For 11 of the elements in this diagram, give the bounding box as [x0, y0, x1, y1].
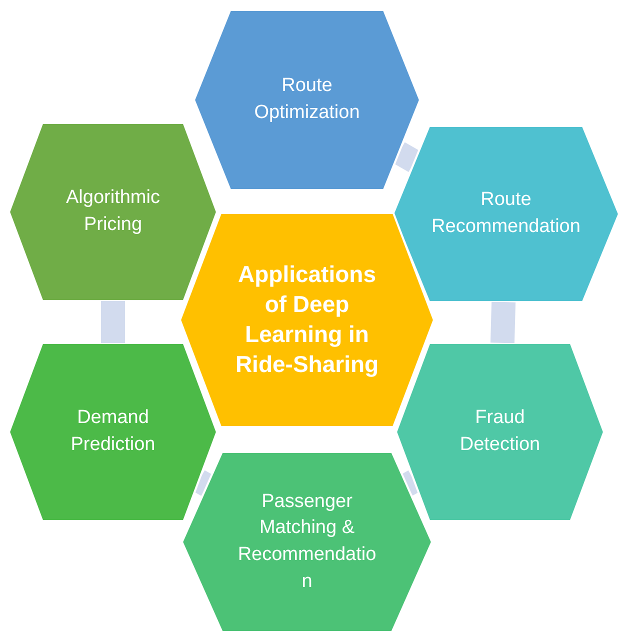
hexagon-label: Route Optimization: [253, 74, 361, 125]
hexagon-label: Passenger Matching & Recommendatio n: [236, 490, 378, 594]
connector-band: [192, 470, 214, 496]
connector-band: [101, 301, 125, 343]
title-text: Applications of Deep Learning in Ride-Sharing: [234, 260, 380, 379]
connector-band: [392, 142, 420, 172]
hexagon-label: Demand Prediction: [70, 406, 156, 457]
hexagon-label: Route Recommendation: [430, 188, 582, 239]
hexagon-label: Algorithmic Pricing: [65, 186, 161, 237]
connector-band: [490, 302, 516, 344]
hexagon-label: Fraud Detection: [458, 406, 542, 457]
